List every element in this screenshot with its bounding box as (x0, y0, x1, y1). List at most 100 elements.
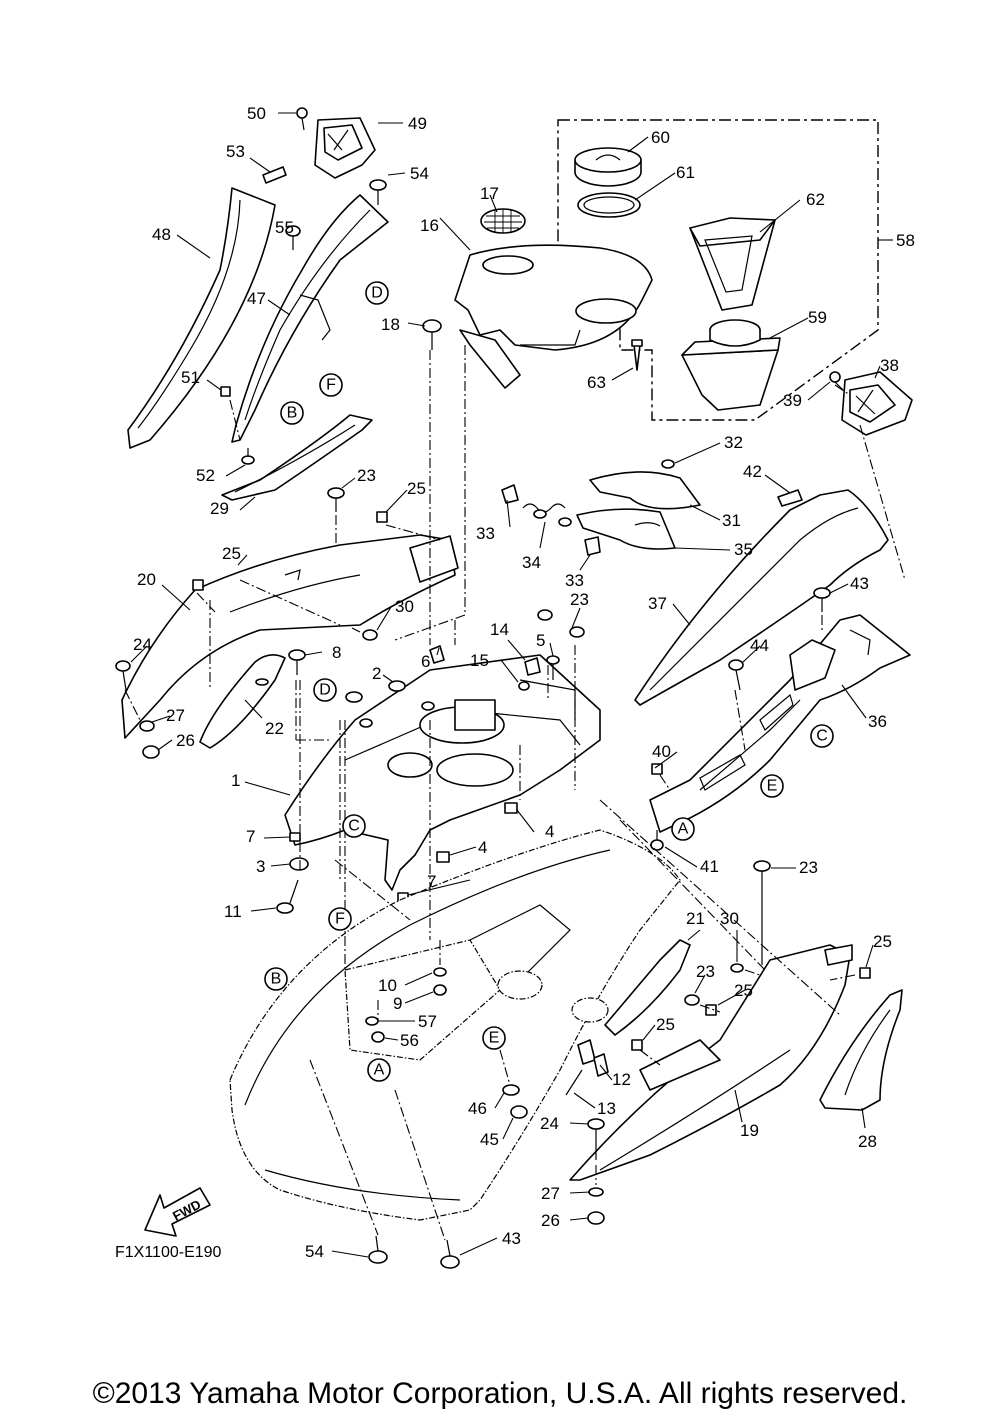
label-part-44: 44 (750, 636, 769, 655)
label-part-23-right: 23 (799, 858, 818, 877)
part-11-bolt (276, 879, 299, 914)
reference-letters: D F B D C C E A (264, 281, 834, 1082)
part-31-lid (589, 471, 701, 510)
svg-text:F: F (326, 377, 336, 394)
part-52-screw (241, 448, 255, 465)
part-56-nut (371, 1031, 385, 1043)
part-35-lid (576, 508, 676, 550)
part-33-hinge (501, 484, 601, 556)
part-25-nut-b (192, 579, 204, 591)
assembly-lines (124, 345, 906, 1241)
svg-text:F: F (335, 911, 345, 928)
label-part-5: 5 (536, 631, 545, 650)
label-part-9: 9 (393, 994, 402, 1013)
label-part-24-left: 24 (133, 635, 152, 654)
label-part-24-right: 24 (540, 1114, 559, 1133)
part-63-pin (631, 339, 643, 371)
label-part-42: 42 (743, 462, 762, 481)
hull-outline (229, 829, 681, 1221)
label-part-28: 28 (858, 1132, 877, 1151)
label-part-20: 20 (137, 570, 156, 589)
part-20-side-panel (121, 534, 459, 739)
label-part-26-right: 26 (541, 1211, 560, 1230)
ref-letter-c-right: C (810, 724, 834, 748)
part-22-fin (199, 654, 286, 749)
label-part-59: 59 (808, 308, 827, 327)
part-15-bolt (518, 681, 530, 691)
part-40-nut (651, 763, 663, 775)
part-25-nut-d (705, 1004, 717, 1016)
part-43-bolt-bottom (440, 1239, 460, 1269)
part-8-bolt (288, 649, 306, 675)
part-4-pad-a (504, 802, 518, 814)
part-32-clip (661, 459, 675, 469)
ref-letter-d-top: D (365, 281, 389, 305)
part-12-clip (577, 1039, 609, 1077)
part-39-screw (829, 371, 844, 391)
svg-text:A: A (678, 821, 689, 838)
svg-text:C: C (348, 818, 360, 835)
part-43-bolt-right (813, 587, 831, 612)
label-part-6: 6 (421, 652, 430, 671)
label-part-11: 11 (224, 902, 242, 921)
part-26-nut (142, 745, 160, 759)
ref-letter-e-hull: E (482, 1026, 506, 1050)
label-part-26-left: 26 (176, 731, 195, 750)
part-48-side-cover (127, 187, 276, 449)
svg-text:B: B (271, 971, 282, 988)
label-part-47: 47 (247, 289, 266, 308)
label-part-25-right-c: 25 (656, 1015, 675, 1034)
part-36-tray (649, 614, 911, 833)
label-part-8: 8 (332, 643, 341, 662)
part-49-bracket (314, 117, 376, 179)
part-61-gasket (577, 192, 641, 218)
label-part-21: 21 (686, 909, 705, 928)
part-23-bolt-right-b (684, 994, 700, 1006)
part-34-spring (522, 503, 572, 527)
label-part-54-bottom: 54 (305, 1242, 324, 1261)
svg-text:A: A (374, 1062, 385, 1079)
label-part-61: 61 (676, 163, 695, 182)
part-23-bolt-right (753, 860, 771, 965)
label-part-62: 62 (806, 190, 825, 209)
part-37-side-cover (634, 489, 889, 706)
label-part-51: 51 (181, 368, 200, 387)
label-part-32: 32 (724, 433, 743, 452)
ref-letter-a-hull: A (367, 1058, 391, 1082)
label-part-39: 39 (783, 391, 802, 410)
part-55-bolt (285, 225, 301, 250)
svg-text:D: D (319, 682, 331, 699)
label-part-43-bottom: 43 (502, 1229, 521, 1248)
label-part-34: 34 (522, 553, 541, 572)
ref-letter-a-right: A (671, 817, 695, 841)
part-38-bracket (841, 371, 913, 436)
part-41-screw (650, 830, 664, 851)
part-10-grommet (433, 967, 447, 977)
part-29-grip (221, 414, 373, 501)
label-part-13: 13 (597, 1099, 616, 1118)
label-part-55: 55 (275, 218, 294, 237)
part-26-nut-right (587, 1211, 605, 1225)
part-14-clip (524, 657, 541, 676)
label-part-1: 1 (231, 771, 240, 790)
label-part-40: 40 (652, 742, 671, 761)
part-45-nut (510, 1105, 528, 1119)
part-51-nut (220, 386, 231, 397)
label-part-27-right: 27 (541, 1184, 560, 1203)
part-59-reservoir (681, 319, 781, 411)
label-part-35: 35 (734, 540, 753, 559)
label-part-25-right-b: 25 (734, 981, 753, 1000)
label-part-41: 41 (700, 857, 719, 876)
part-54-bolt-bottom (368, 1235, 388, 1264)
label-part-15: 15 (470, 651, 489, 670)
label-part-53: 53 (226, 142, 245, 161)
svg-text:E: E (489, 1030, 500, 1047)
label-part-58: 58 (896, 231, 915, 250)
copyright-notice: ©2013 Yamaha Motor Corporation, U.S.A. A… (92, 1377, 908, 1410)
label-part-14: 14 (490, 620, 509, 639)
label-part-29: 29 (210, 499, 229, 518)
part-60-cap (574, 147, 642, 187)
label-part-63: 63 (587, 373, 606, 392)
label-part-17: 17 (480, 184, 499, 203)
